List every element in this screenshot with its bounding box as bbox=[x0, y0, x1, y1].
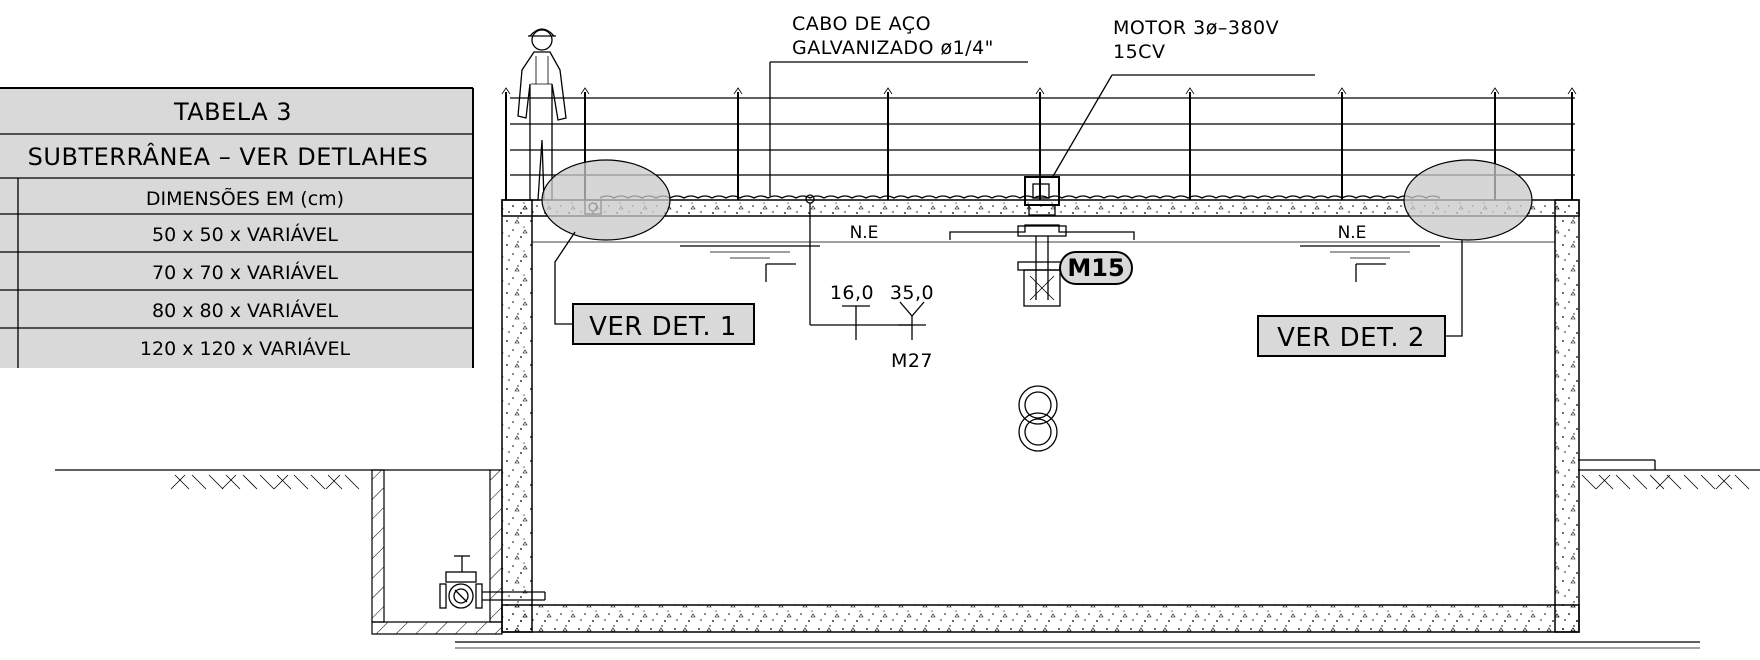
table-column-header: DIMENSÕES EM (cm) bbox=[146, 187, 344, 210]
left-wall bbox=[501, 199, 533, 633]
dimension-table: TABELA 3 SUBTERRÂNEA – VER DETLAHES DIME… bbox=[0, 87, 474, 368]
bottom-slab bbox=[501, 604, 1580, 633]
table-row: 70 x 70 x VARIÁVEL bbox=[152, 261, 338, 284]
safety-railing bbox=[501, 87, 1577, 200]
valve-pit bbox=[371, 469, 546, 635]
table-row: 80 x 80 x VARIÁVEL bbox=[152, 299, 338, 322]
reservoir-structure bbox=[455, 199, 1700, 649]
motor-label-line-1: MOTOR 3ø–380V bbox=[1113, 17, 1279, 39]
tag-m27: M27 bbox=[891, 350, 933, 372]
motor-annotation: MOTOR 3ø–380V 15CV bbox=[1051, 17, 1315, 179]
elevation-value-2: 35,0 bbox=[890, 282, 934, 304]
table-subtitle: SUBTERRÂNEA – VER DETLAHES bbox=[28, 142, 429, 171]
water-level-label-right: N.E bbox=[1338, 223, 1367, 243]
detail-2-callout: VER DET. 2 bbox=[1257, 240, 1463, 357]
detail-1-callout: VER DET. 1 bbox=[554, 231, 755, 345]
pipe-fittings bbox=[1018, 385, 1058, 452]
cable-annotation: CABO DE AÇO GALVANIZADO ø1/4" bbox=[769, 13, 1028, 196]
svg-text:M15: M15 bbox=[1067, 254, 1124, 282]
detail-1-label: VER DET. 1 bbox=[589, 312, 737, 342]
detail-1-highlight bbox=[541, 159, 671, 241]
motor-pump bbox=[949, 176, 1135, 307]
table-row: 120 x 120 x VARIÁVEL bbox=[140, 337, 351, 360]
motor-label-line-2: 15CV bbox=[1113, 41, 1165, 63]
table-title: TABELA 3 bbox=[173, 98, 292, 126]
gate-valve bbox=[439, 555, 546, 609]
water-level-left bbox=[680, 245, 820, 282]
right-wall bbox=[1554, 199, 1580, 633]
detail-2-label: VER DET. 2 bbox=[1277, 323, 1425, 353]
detail-2-highlight bbox=[1403, 159, 1533, 241]
elevation-value-1: 16,0 bbox=[830, 282, 874, 304]
cable-label-line-2: GALVANIZADO ø1/4" bbox=[792, 37, 994, 59]
elevation-markers: 16,0 35,0 M27 bbox=[809, 203, 934, 372]
water-level-right bbox=[1300, 245, 1440, 282]
table-background bbox=[0, 88, 473, 368]
tag-m15: M15 bbox=[1059, 251, 1133, 285]
worker-figure bbox=[517, 28, 567, 201]
table-row: 50 x 50 x VARIÁVEL bbox=[152, 223, 338, 246]
ground-line bbox=[55, 459, 1760, 490]
cable-label-line-1: CABO DE AÇO bbox=[792, 13, 931, 35]
water-level-label-left: N.E bbox=[850, 223, 879, 243]
